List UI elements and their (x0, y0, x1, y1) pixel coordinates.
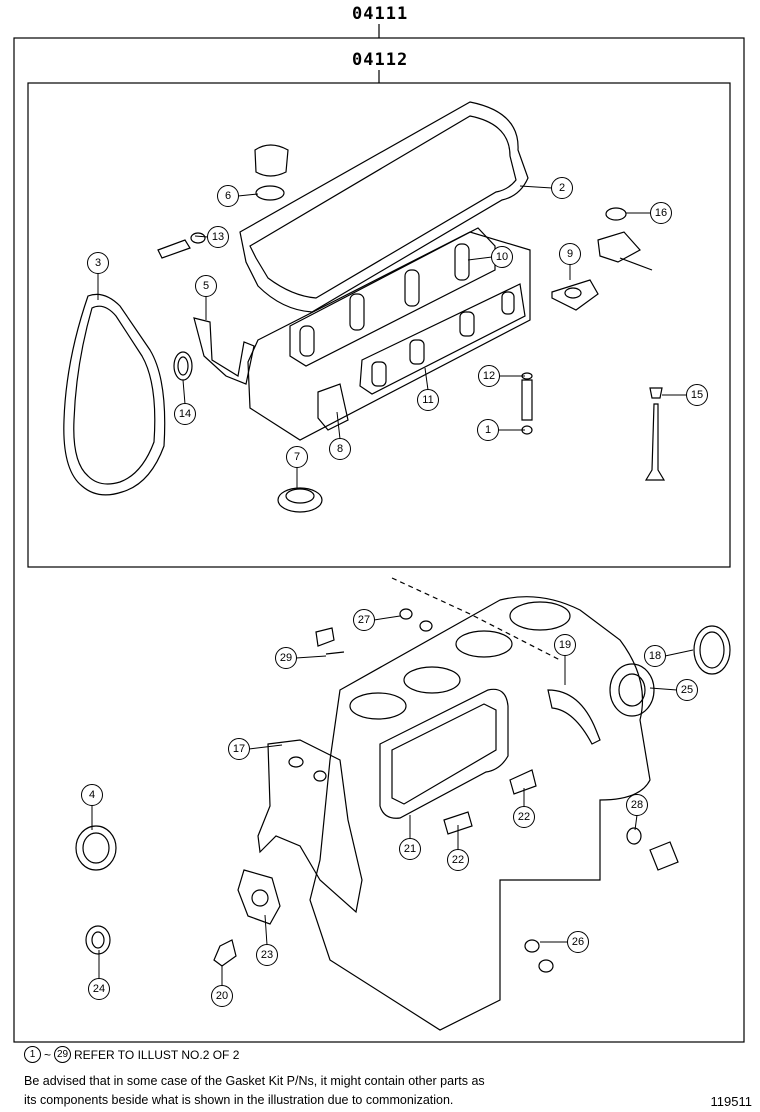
callout-24: 24 (88, 978, 110, 1000)
reference-note: 1 ~ 29 REFER TO ILLUST NO.2 OF 2 (24, 1046, 239, 1063)
callout-23: 23 (256, 944, 278, 966)
callout-19: 19 (554, 634, 576, 656)
callout-7: 7 (286, 446, 308, 468)
callout-13: 13 (207, 226, 229, 248)
cylinder-head-assembly (63, 101, 666, 513)
callout-22: 22 (513, 806, 535, 828)
callout-6: 6 (217, 185, 239, 207)
callout-1: 1 (477, 419, 499, 441)
cylinder-block-assembly (75, 577, 731, 1031)
callout-4: 4 (81, 784, 103, 806)
kit-number-inner: 04112 (352, 50, 409, 70)
callout-2: 2 (551, 177, 573, 199)
callout-20: 20 (211, 985, 233, 1007)
callout-21: 21 (399, 838, 421, 860)
callout-27: 27 (353, 609, 375, 631)
illustration-number: 119511 (710, 1094, 752, 1109)
advisory-line-2: its components beside what is shown in t… (24, 1093, 454, 1107)
callout-14: 14 (174, 403, 196, 425)
outer-kit-frame (13, 37, 745, 1043)
callout-17: 17 (228, 738, 250, 760)
callout-18: 18 (644, 645, 666, 667)
kit-number-outer: 04111 (352, 4, 409, 24)
callout-12: 12 (478, 365, 500, 387)
callout-22: 22 (447, 849, 469, 871)
reference-end-circle: 29 (54, 1046, 72, 1063)
callout-11: 11 (417, 389, 439, 411)
callout-9: 9 (559, 243, 581, 265)
advisory-line-1: Be advised that in some case of the Gask… (24, 1074, 485, 1088)
callout-25: 25 (676, 679, 698, 701)
reference-start-circle: 1 (24, 1046, 41, 1063)
reference-separator: ~ (44, 1047, 52, 1062)
leader-lines (91, 185, 694, 986)
callout-29: 29 (275, 647, 297, 669)
callout-5: 5 (195, 275, 217, 297)
callout-8: 8 (329, 438, 351, 460)
callout-15: 15 (686, 384, 708, 406)
callout-3: 3 (87, 252, 109, 274)
callout-28: 28 (626, 794, 648, 816)
callout-26: 26 (567, 931, 589, 953)
callout-10: 10 (491, 246, 513, 268)
callout-16: 16 (650, 202, 672, 224)
reference-text: REFER TO ILLUST NO.2 OF 2 (74, 1047, 240, 1062)
